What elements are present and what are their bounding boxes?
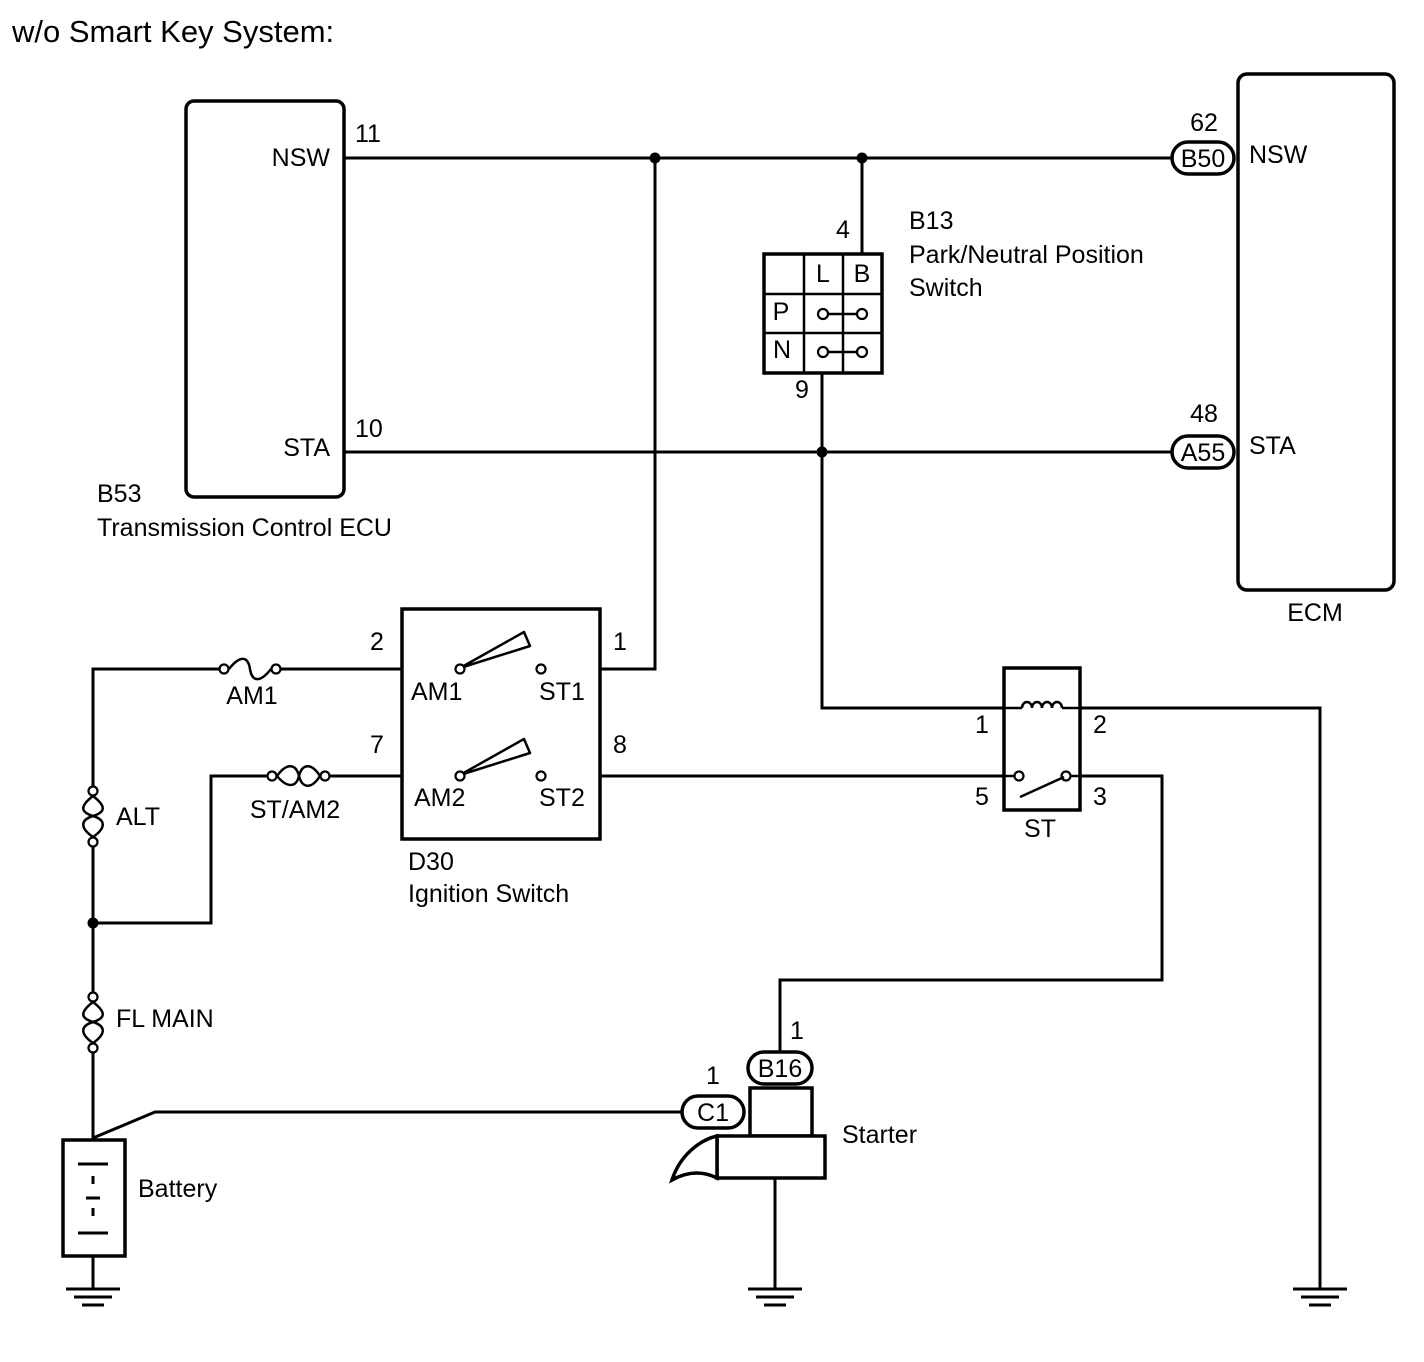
fuse-st-am2-label: ST/AM2 [250,796,340,824]
starter-label: Starter [842,1121,917,1149]
battery-label: Battery [138,1175,218,1203]
connector-a55-label: A55 [1181,439,1225,467]
pnp-row-p: P [773,298,790,326]
relay-pin5: 5 [975,783,989,811]
transmission-control-ecu: NSW STA 11 10 B53 Transmission Control E… [97,99,392,542]
connector-c1-label: C1 [697,1099,729,1127]
pnp-row-n: N [773,336,791,364]
tcu-sta-label: STA [283,434,330,462]
pnp-name-line1: Park/Neutral Position [909,241,1144,269]
ground-relay [1293,1287,1347,1307]
connector-c1 [680,1094,746,1130]
fuse-alt-label: ALT [116,803,160,831]
fuse-fl-main-label: FL MAIN [116,1005,214,1033]
ground-starter [748,1287,802,1307]
fuse-fl-main: FL MAIN [82,991,214,1054]
pnp-pin-bottom: 9 [795,376,809,404]
connector-b16 [746,1050,814,1086]
ign-pin-st2: 8 [613,731,627,759]
connector-b50-label: B50 [1181,145,1225,173]
connector-b16-label: B16 [758,1055,802,1083]
ign-st1-label: ST1 [539,678,585,706]
relay-name: ST [1024,815,1056,843]
battery: Battery [61,1138,218,1258]
relay-pin2: 2 [1093,711,1107,739]
st-relay: 1 2 5 3 ST [975,666,1107,843]
ign-am1-label: AM1 [411,678,462,706]
ground-battery [66,1287,120,1307]
tcu-code: B53 [97,480,141,508]
tcu-pin-sta: 10 [355,415,383,443]
starter-pin-b16: 1 [790,1017,804,1045]
ecm-pin-nsw: 62 [1190,109,1218,137]
pnp-col-b: B [854,260,871,288]
ign-am2-label: AM2 [414,784,465,812]
ign-code: D30 [408,848,454,876]
ign-pin-am1: 2 [370,628,384,656]
tcu-nsw-label: NSW [272,144,331,172]
relay-pin1: 1 [975,711,989,739]
starter-pin-c1: 1 [706,1062,720,1090]
park-neutral-position-switch: L B P N 4 9 B13 Park/Neutral Position Sw… [762,207,1144,404]
ign-name: Ignition Switch [408,880,569,908]
ign-st2-label: ST2 [539,784,585,812]
ecm-nsw-label: NSW [1249,141,1308,169]
fuse-am1: AM1 [218,657,282,710]
fuse-alt: ALT [82,785,160,848]
diagram-title: w/o Smart Key System: [11,14,334,49]
connector-b50 [1170,140,1236,176]
relay-pin3: 3 [1093,783,1107,811]
junction-dots [87,152,868,929]
ecm: NSW STA 62 48 ECM B50 A55 [1170,72,1396,627]
fuse-st-am2: ST/AM2 [250,765,340,824]
pnp-name-line2: Switch [909,274,983,302]
ecm-sta-label: STA [1249,432,1296,460]
ign-pin-am2: 7 [370,731,384,759]
connector-a55 [1170,434,1236,470]
starter: C1 1 B16 1 Starter [668,1017,917,1184]
ign-pin-st1: 1 [613,628,627,656]
pnp-code: B13 [909,207,953,235]
ecm-pin-sta: 48 [1190,400,1218,428]
ignition-switch: AM1 ST1 AM2 ST2 2 1 7 8 D30 Ignition Swi… [370,607,627,908]
tcu-pin-nsw: 11 [355,120,381,148]
ecm-name: ECM [1287,599,1343,627]
pnp-col-l: L [816,260,830,288]
fuse-am1-label: AM1 [226,682,277,710]
pnp-pin-top: 4 [836,216,850,244]
tcu-name: Transmission Control ECU [97,514,392,542]
